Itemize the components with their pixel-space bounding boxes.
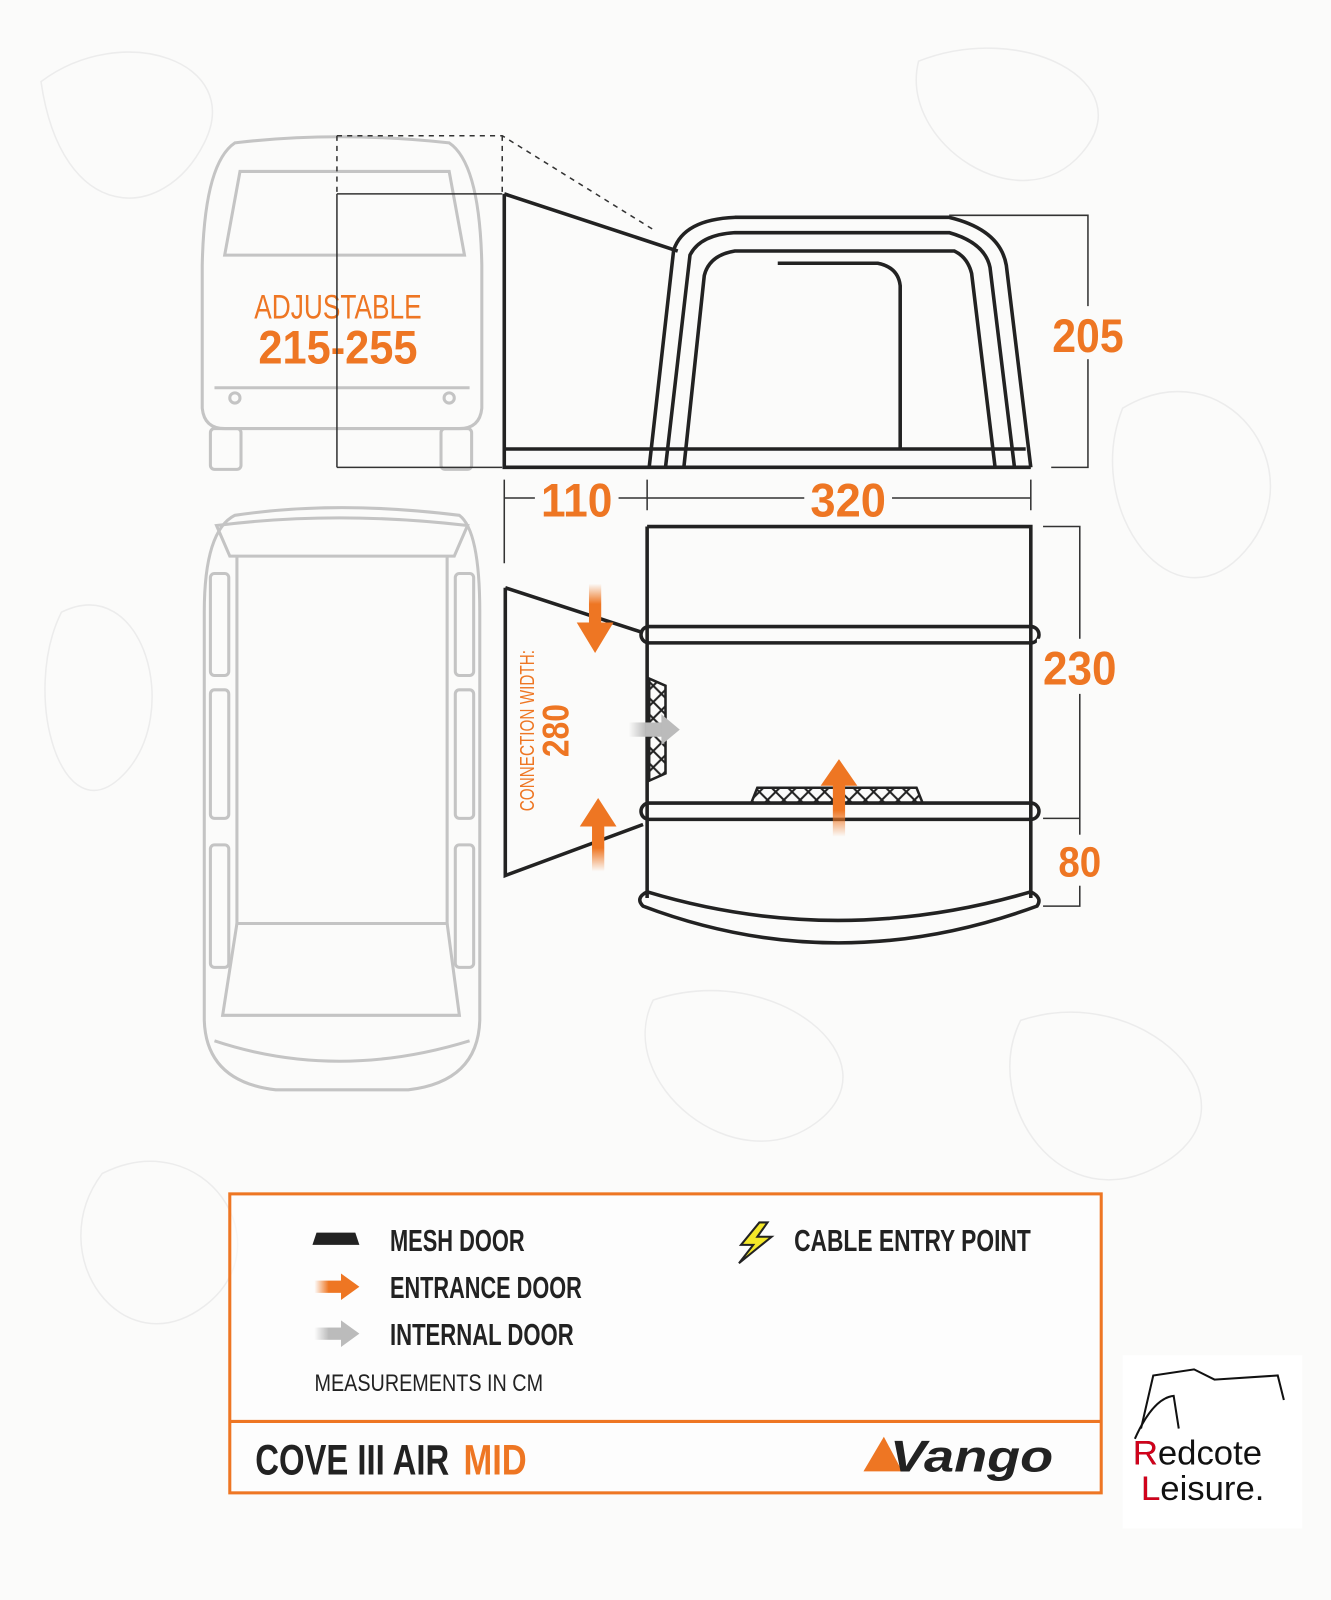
car-top-view [202,506,482,1092]
internal-door-icon [314,1320,360,1347]
dealer-name-line1: Redcote [1133,1434,1262,1472]
vango-logo-mark [863,1436,903,1472]
tent-top-view [503,524,1041,945]
dealer-initial-r: R [1133,1434,1158,1472]
entrance-door-icon [314,1273,360,1300]
redcote-leisure-logo: Redcote Leisure. R L [1122,1355,1303,1529]
topographic-background [40,47,1272,1325]
legend-panel: MESH DOOR ENTRANCE DOOR INTERNAL DOOR CA… [228,1192,1103,1495]
legend-internal-door: INTERNAL DOOR [390,1318,574,1352]
connection-width-label: CONNECTION WIDTH: [517,650,539,811]
tent-front-view [502,192,1089,470]
entrance-door-arrow-front [820,759,858,837]
adjustable-label: ADJUSTABLE [254,288,421,326]
connection-width-value: 280 [536,704,577,757]
entrance-door-arrow-top [576,583,614,654]
canopy-depth-dimension: 80 [1058,839,1101,887]
dealer-initial-l: L [1141,1470,1160,1508]
legend-cable-entry: CABLE ENTRY POINT [794,1224,1031,1258]
mesh-door-icon [312,1232,360,1245]
tent-width-dimension: 320 [810,474,886,526]
legend-mesh-door: MESH DOOR [390,1224,525,1258]
adjustable-range: 215-255 [258,321,417,373]
height-guides [336,134,654,469]
product-variant: MID [463,1436,526,1484]
car-rear-view [200,135,484,471]
legend-entrance-door: ENTRANCE DOOR [390,1271,582,1305]
tent-depth-dimension: 230 [1043,643,1116,695]
connection-length-dimension: 110 [541,474,612,526]
measurements-note: MEASUREMENTS IN CM [314,1370,543,1397]
dealer-name-line2: Leisure. [1141,1470,1264,1508]
product-name: COVE III AIR [255,1436,449,1484]
entrance-door-arrow-bottom [579,797,617,872]
width-dimension-line [503,479,1032,564]
height-dimension: 205 [1052,310,1123,362]
lightning-bolt-icon [738,1221,775,1265]
depth-dimension-line [1043,525,1081,907]
internal-door-arrow [628,714,680,745]
brand-logo: Vango [890,1430,1053,1481]
